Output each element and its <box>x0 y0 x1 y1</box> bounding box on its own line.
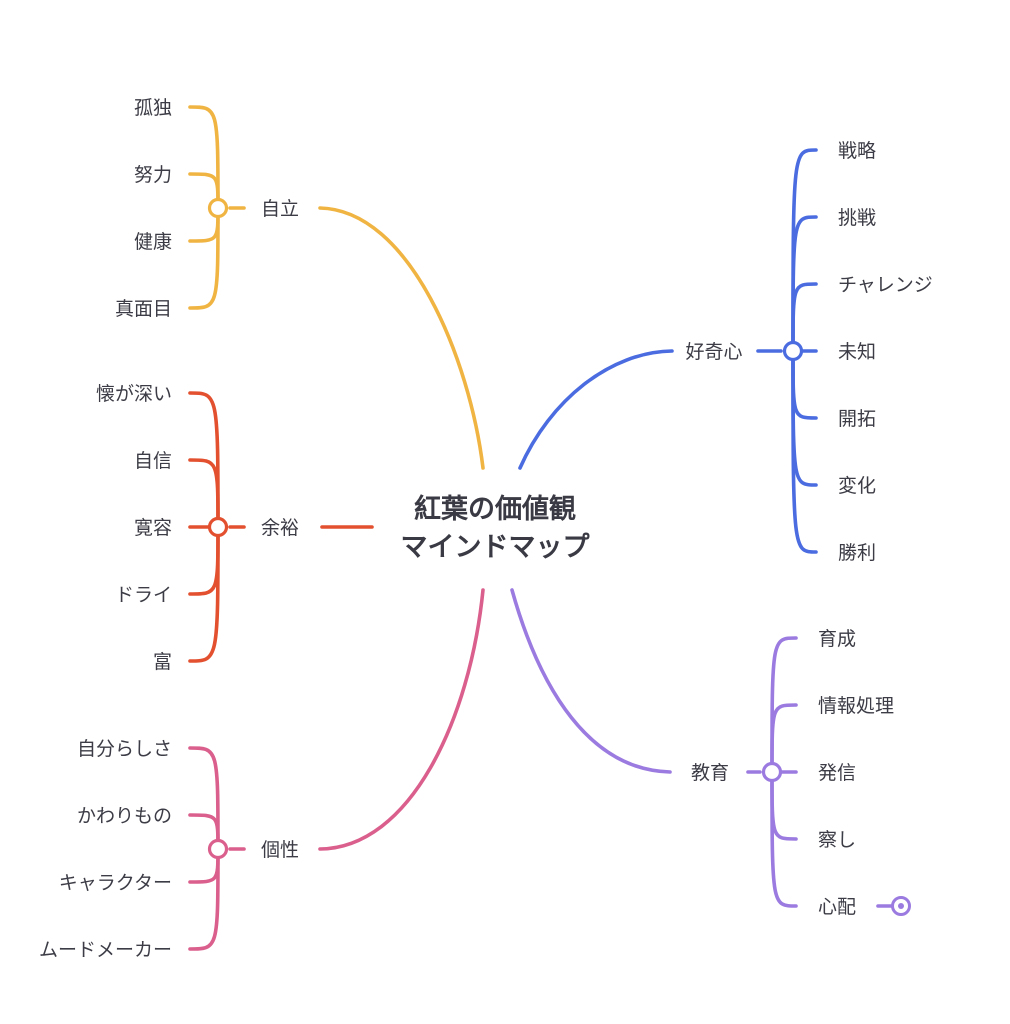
leaf-node-yoyuu-5[interactable]: 富 <box>153 651 172 673</box>
branch-connector-kyouiku <box>510 588 672 774</box>
branch-hub-kyouiku[interactable] <box>761 761 783 783</box>
root-title-line-2: マインドマップ <box>401 532 591 563</box>
leaf-connector-kyouiku-5 <box>770 770 798 908</box>
leaf-node-jiritsu-4[interactable]: 真面目 <box>115 298 172 320</box>
branch-connector-jiritsu <box>318 206 485 470</box>
leaf-node-jiritsu-3[interactable]: 健康 <box>134 231 172 253</box>
leaf-connector-yoyuu-5 <box>188 525 220 663</box>
branch-connector-kosei <box>318 588 485 851</box>
leaf-node-yoyuu-4[interactable]: ドライ <box>115 584 172 606</box>
branch-node-yoyuu[interactable]: 余裕 <box>261 517 299 539</box>
root-title-line-1: 紅葉の価値観 <box>414 493 576 525</box>
leaf-connector-kosei-1 <box>188 746 220 851</box>
leaf-node-kyouiku-2[interactable]: 情報処理 <box>818 695 894 717</box>
leaf-connector-koukishin-5 <box>791 349 818 420</box>
leaf-connector-jiritsu-1 <box>188 105 220 210</box>
leaf-node-koukishin-3[interactable]: チャレンジ <box>838 274 933 296</box>
leaf-node-kyouiku-4[interactable]: 察し <box>818 829 856 851</box>
leaf-node-jiritsu-1[interactable]: 孤独 <box>134 97 172 119</box>
leaf-node-koukishin-4[interactable]: 未知 <box>838 341 876 363</box>
leaf-node-kyouiku-1[interactable]: 育成 <box>818 628 856 650</box>
branch-hub-yoyuu[interactable] <box>207 516 229 538</box>
leaf-connector-yoyuu-2 <box>188 458 220 529</box>
leaf-node-koukishin-2[interactable]: 挑戦 <box>838 207 876 229</box>
branch-hub-jiritsu[interactable] <box>207 197 229 219</box>
leaf-node-kyouiku-3[interactable]: 発信 <box>818 762 856 784</box>
branch-node-koukishin[interactable]: 好奇心 <box>685 341 742 363</box>
leaf-node-kosei-3[interactable]: キャラクター <box>59 872 172 894</box>
leaf-connector-kyouiku-2 <box>770 703 798 774</box>
branch-node-jiritsu[interactable]: 自立 <box>261 198 299 220</box>
leaf-node-kyouiku-5[interactable]: 心配 <box>818 896 856 918</box>
leaf-node-kosei-1[interactable]: 自分らしさ <box>77 738 172 760</box>
leaf-connector-jiritsu-4 <box>188 206 220 310</box>
leaf-node-koukishin-7[interactable]: 勝利 <box>838 542 876 564</box>
leaf-node-koukishin-6[interactable]: 変化 <box>838 475 876 497</box>
leaf-node-yoyuu-2[interactable]: 自信 <box>134 450 172 472</box>
branch-hub-kosei[interactable] <box>207 838 229 860</box>
leaf-connector-yoyuu-4 <box>188 525 220 596</box>
leaf-node-kosei-2[interactable]: かわりもの <box>77 805 172 827</box>
leaf-connector-koukishin-3 <box>791 282 818 353</box>
branch-node-kyouiku[interactable]: 教育 <box>691 762 729 784</box>
branch-node-kosei[interactable]: 個性 <box>261 839 299 861</box>
leaf-node-koukishin-1[interactable]: 戦略 <box>838 140 876 162</box>
leaf-node-jiritsu-2[interactable]: 努力 <box>134 164 172 186</box>
branch-connector-koukishin <box>518 349 674 470</box>
leaf-node-kosei-4[interactable]: ムードメーカー <box>39 939 172 961</box>
leaf-connector-kyouiku-4 <box>770 770 798 841</box>
leaf-connector-kosei-4 <box>188 847 220 951</box>
leaf-node-yoyuu-3[interactable]: 寛容 <box>134 517 172 539</box>
leaf-connector-koukishin-1 <box>791 148 818 353</box>
branch-hub-koukishin[interactable] <box>782 340 804 362</box>
leaf-node-yoyuu-1[interactable]: 懐が深い <box>96 383 172 405</box>
leaf-node-koukishin-5[interactable]: 開拓 <box>838 408 876 430</box>
leaf-connector-koukishin-7 <box>791 349 818 554</box>
expand-target-icon[interactable] <box>891 896 911 916</box>
